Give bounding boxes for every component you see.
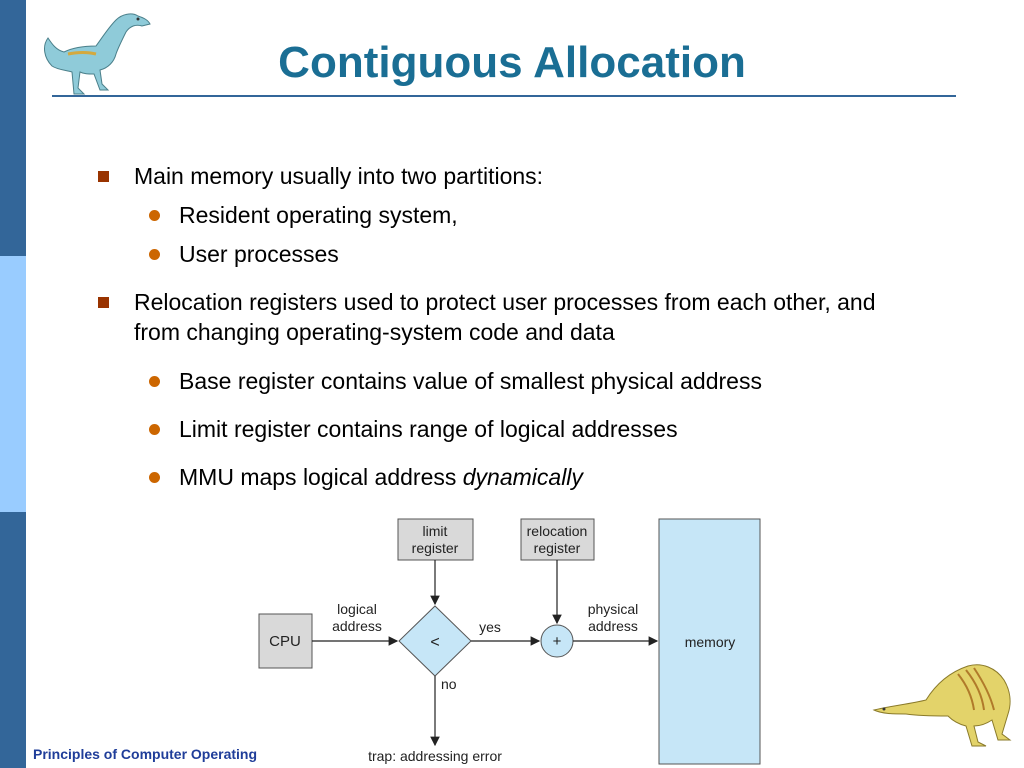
square-bullet-icon: [98, 297, 109, 308]
bullet-relocation-line2: from changing operating-system code and …: [134, 319, 615, 345]
square-bullet-icon: [98, 171, 109, 182]
sidebar-segment-top: [0, 0, 26, 256]
round-bullet-icon: [149, 472, 160, 483]
sub-bullet-base-register: Base register contains value of smallest…: [179, 368, 762, 394]
bullet-relocation-line1: Relocation registers used to protect use…: [134, 289, 876, 315]
sidebar-segment-bottom: [0, 512, 26, 768]
relocation-register-label-2: register: [534, 540, 581, 556]
round-bullet-icon: [149, 376, 160, 387]
sub-bullet-user-processes: User processes: [179, 241, 339, 267]
dinosaur-logo-bottom-icon: [872, 664, 1012, 747]
round-bullet-icon: [149, 210, 160, 221]
cpu-label: CPU: [269, 633, 301, 650]
sub-bullet-limit-register: Limit register contains range of logical…: [179, 416, 678, 442]
compare-symbol: <: [430, 634, 439, 651]
sidebar-segment-middle: [0, 256, 26, 512]
mmu-text: MMU maps logical address: [179, 464, 463, 490]
round-bullet-icon: [149, 249, 160, 260]
memory-label: memory: [685, 634, 736, 650]
limit-register-box: [397, 518, 474, 561]
relocation-register-label-1: relocation: [527, 523, 588, 539]
memory-box: [658, 518, 761, 765]
physical-address-label-1: physical: [588, 601, 639, 617]
yes-label: yes: [479, 619, 501, 635]
dinosaur-logo-icon: [44, 13, 151, 95]
bullet-main-memory: Main memory usually into two partitions:: [134, 163, 544, 189]
page-title: Contiguous Allocation: [278, 38, 746, 87]
limit-register-label-1: limit: [423, 523, 448, 539]
cpu-box: [258, 613, 313, 669]
logical-address-label-1: logical: [337, 601, 377, 617]
mmu-emphasis: dynamically: [462, 464, 583, 490]
limit-register-label-2: register: [412, 540, 459, 556]
no-label: no: [441, 676, 457, 692]
logical-address-label-2: address: [332, 618, 382, 634]
relocation-register-box: [520, 518, 595, 561]
round-bullet-icon: [149, 424, 160, 435]
left-sidebar-bar: [0, 0, 26, 768]
title-underline: [52, 95, 956, 97]
sub-bullet-resident-os: Resident operating system,: [179, 202, 458, 228]
physical-address-label-2: address: [588, 618, 638, 634]
footer-text: Principles of Computer Operating: [33, 746, 258, 762]
trap-label: trap: addressing error: [368, 748, 502, 764]
add-symbol: +: [553, 633, 562, 650]
sub-bullet-mmu: MMU maps logical address dynamically: [179, 462, 583, 492]
